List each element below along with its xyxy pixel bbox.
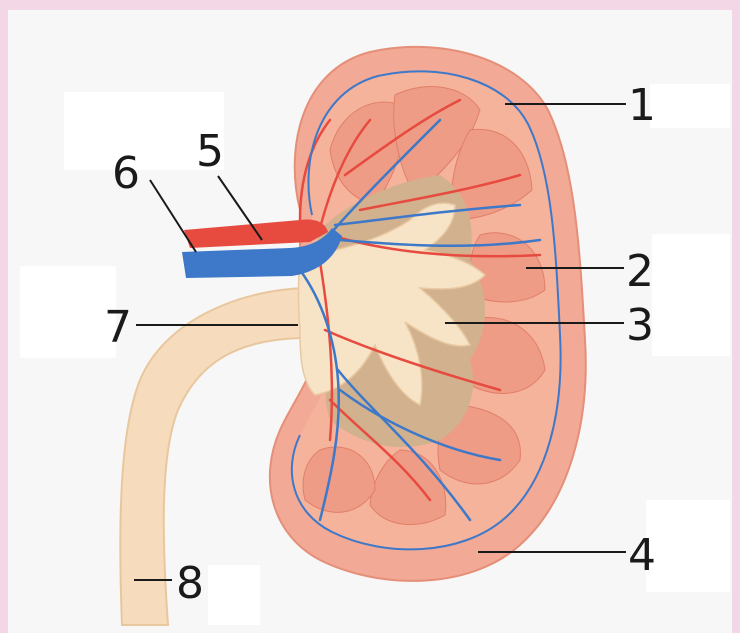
label-8: 8 <box>176 558 204 609</box>
label-2: 2 <box>626 246 654 297</box>
label-7: 7 <box>104 302 132 353</box>
label-1: 1 <box>628 80 656 131</box>
leader-line-6 <box>150 180 196 252</box>
label-6: 6 <box>112 148 140 199</box>
label-5: 5 <box>196 126 224 177</box>
label-3: 3 <box>626 300 654 351</box>
label-4: 4 <box>628 530 656 581</box>
